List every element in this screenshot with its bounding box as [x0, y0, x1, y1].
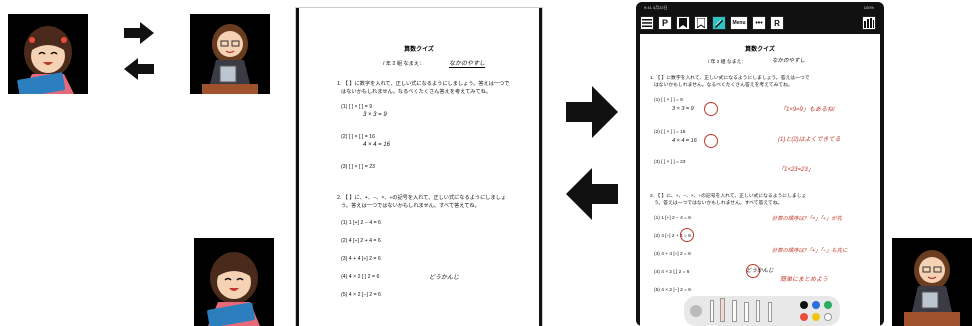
lasso-icon[interactable] — [768, 302, 772, 322]
pen-icon[interactable] — [710, 300, 714, 322]
tablet-q1a: (1) [ ] × [ ] = 9 — [654, 98, 683, 103]
q2d-note: どうかんじ — [429, 272, 459, 281]
teacher-note-6: 簡単にまとめよう — [780, 274, 828, 283]
tablet-q1c: (3) [ ] × [ ] = 23 — [654, 160, 685, 165]
pen-palette[interactable] — [684, 296, 840, 326]
teacher-note-2: (1)と(2)はよくできてる — [778, 134, 841, 143]
mark-circle — [704, 102, 718, 116]
student-avatar — [8, 14, 88, 94]
tablet-q2-intro-2: う。答えは一つではないかもしれません。すべて答えてね。 — [654, 199, 782, 206]
marker-icon[interactable] — [720, 298, 725, 322]
color-swatch[interactable] — [812, 301, 820, 309]
q1-intro-2: はないかもしれません。なるべくたくさん答えを考えてみてね。 — [341, 88, 491, 95]
tablet-q1a-answer: 3 × 3 = 9 — [672, 106, 694, 112]
worksheet-paper: 算数クイズ / 年 2 組 なまえ： なかのやすし 1. 【 】に数字を入れて、… — [296, 8, 542, 326]
teacher-note-4: 計算の順序は?「×」「÷」が先 — [772, 214, 842, 222]
q1-intro: 1. 【 】に数字を入れて、正しい式になるようにしましょう。答えは一つで — [337, 80, 509, 87]
p-button[interactable]: P — [658, 16, 672, 30]
color-swatch[interactable] — [800, 313, 808, 321]
tablet-q1b-answer: 4 × 4 = 16 — [672, 138, 697, 144]
pages-icon[interactable] — [862, 16, 876, 30]
eraser-icon[interactable] — [744, 302, 749, 322]
tablet-q2-intro: 2. 【 】に、+、−、×、÷の記号を入れて、正しい式になるようにしましょ — [650, 192, 806, 199]
tablet-q2d-note: どうかんじ — [746, 266, 774, 274]
mark-circle — [680, 228, 694, 242]
student-name: なかのやすし — [449, 58, 485, 68]
tablet-q1-intro-2: はないかもしれません。なるべくたくさん答えを考えてみてね。 — [654, 81, 793, 88]
color-swatch[interactable] — [800, 301, 808, 309]
q2d: (4) 4 × 2 [ ] 2 = 6 — [341, 274, 379, 280]
tablet-q2c: (3) 4 + 4 [÷] 2 = 6 — [654, 252, 691, 257]
worksheet-title: 算数クイズ — [299, 44, 539, 53]
student-avatar-bottom — [194, 238, 274, 326]
tablet-q2e: (5) 4 × 2 [−] 2 = 6 — [654, 288, 691, 293]
teacher-avatar-bottom — [892, 238, 972, 326]
return-arrow-icon — [566, 168, 618, 220]
q2c: (3) 4 + 4 [÷] 2 = 6 — [341, 256, 381, 262]
teacher-note-3: 「1×23=23」 — [778, 164, 814, 173]
q1b-answer: 4 × 4 = 16 — [363, 142, 390, 148]
tablet-q2d: (4) 4 × 2 [ ] 2 = 6 — [654, 270, 689, 275]
tablet-student-name: なかのやすし — [772, 56, 805, 64]
q2-intro-2: う。答えは一つではないかもしれません。すべて答えてね。 — [341, 202, 480, 209]
color-swatch[interactable] — [824, 301, 832, 309]
q2-intro: 2. 【 】に、+、−、×、÷の記号を入れて、正しい式になるようにしましょ — [337, 194, 506, 201]
list-button[interactable] — [640, 16, 654, 30]
arrow-right-icon — [124, 22, 154, 44]
q1b: (2) [ ] × [ ] = 16 — [341, 134, 375, 140]
r-button[interactable]: R — [770, 16, 784, 30]
pencil-icon[interactable] — [756, 300, 760, 322]
status-time: 9:41 4月22日 — [644, 5, 668, 11]
q2a: (1) 1 [+] 2 − 4 = 6 — [341, 220, 381, 226]
pen-tool-button[interactable] — [712, 16, 726, 30]
color-swatch[interactable] — [824, 313, 832, 321]
q2e: (5) 4 × 2 [−] 2 = 6 — [341, 292, 381, 298]
q1a-answer: 3 × 3 = 9 — [363, 112, 387, 118]
teacher-note-1: 「1×9=9」もあるね! — [780, 104, 835, 113]
worksheet-header: / 年 2 組 なまえ： — [383, 60, 424, 67]
battery-status: 100% — [864, 5, 874, 10]
bookmark-add-icon[interactable] — [694, 16, 708, 30]
mark-circle — [704, 134, 718, 148]
tablet-q1-intro: 1. 【 】に数字を入れて、正しい式になるようにしましょう。答えは一つで — [650, 74, 810, 81]
teacher-avatar — [190, 14, 270, 94]
bookmark-icon[interactable] — [676, 16, 690, 30]
teacher-note-5: 計算の順序は?「+」「−」も先に — [772, 246, 847, 254]
arrow-left-icon — [124, 58, 154, 80]
undo-icon[interactable] — [690, 305, 702, 317]
tablet-worksheet-title: 算数クイズ — [640, 44, 880, 53]
q1a: (1) [ ] × [ ] = 9 — [341, 104, 372, 110]
tablet-header: / 年 2 組 なまえ： — [708, 58, 746, 65]
tablet-screen[interactable]: 算数クイズ / 年 2 組 なまえ： なかのやすし 1. 【 】に数字を入れて、… — [640, 34, 880, 326]
more-button[interactable]: ••• — [752, 16, 766, 30]
highlighter-icon[interactable] — [732, 300, 737, 322]
tablet-device: 9:41 4月22日 100% P Menu ••• R 算数クイズ / 年 2… — [636, 2, 884, 326]
send-arrow-icon — [566, 86, 618, 138]
menu-button[interactable]: Menu — [730, 16, 748, 30]
q2b: (2) 4 [÷] 2 + 4 = 6 — [341, 238, 381, 244]
tablet-q1b: (2) [ ] × [ ] = 16 — [654, 130, 685, 135]
q1c: (3) [ ] × [ ] = 23 — [341, 164, 375, 170]
tablet-q2a: (1) 1 [+] 2 − 4 = 6 — [654, 216, 691, 221]
color-swatch[interactable] — [812, 313, 820, 321]
